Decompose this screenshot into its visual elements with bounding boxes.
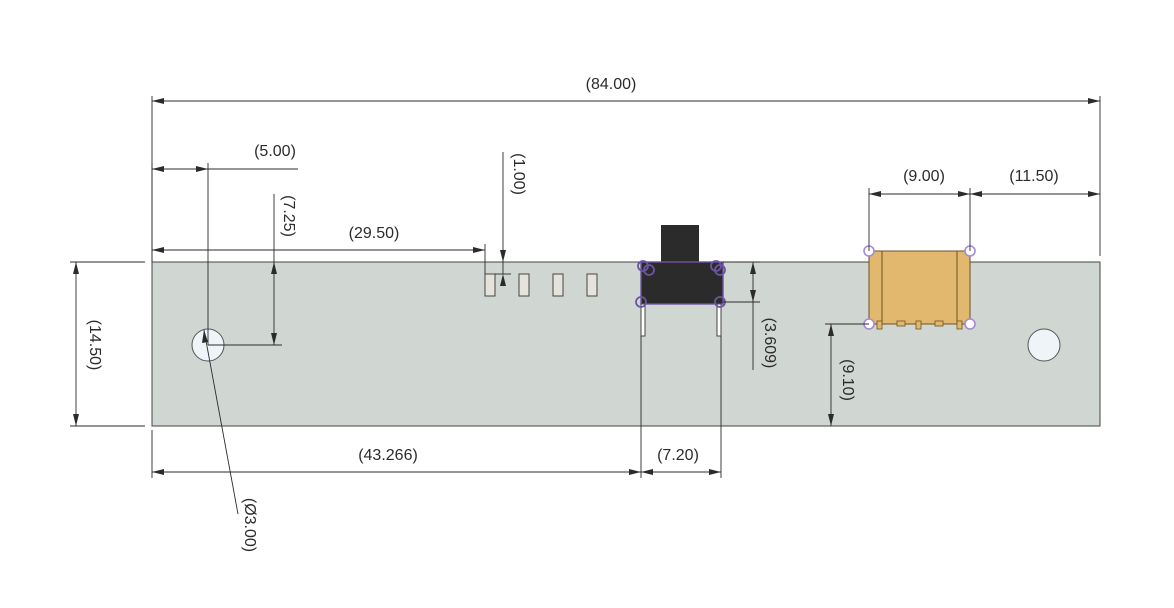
dimension-label: (1.00)	[510, 153, 527, 195]
led-pad[interactable]	[484, 273, 496, 297]
dimension-board-height[interactable]: (14.50)	[70, 261, 145, 427]
dimension-hole-diameter[interactable]: (Ø3.00)	[202, 329, 258, 552]
led-pad[interactable]	[586, 273, 598, 297]
led-pad-group	[484, 273, 598, 297]
led-pad[interactable]	[552, 273, 564, 297]
dimension-button-width[interactable]: (7.20)	[641, 336, 722, 478]
led-pad[interactable]	[518, 273, 530, 297]
dimension-led-x-offset[interactable]: (29.50)	[152, 225, 486, 274]
push-button-body	[640, 261, 724, 305]
dimension-label: (7.25)	[280, 195, 297, 237]
dimension-button-height[interactable]: (3.609)	[723, 261, 778, 370]
snap-point	[637, 260, 649, 272]
snap-point	[714, 264, 726, 276]
dimension-connector-y-offset[interactable]: (9.10)	[825, 323, 869, 426]
snap-point	[964, 318, 976, 330]
dimension-label: (14.50)	[86, 320, 103, 371]
push-button-pin	[716, 303, 722, 337]
dimension-label: (9.00)	[903, 168, 945, 185]
connector-pin	[934, 320, 944, 327]
dimension-label: (9.10)	[839, 359, 856, 401]
push-button[interactable]	[635, 225, 726, 337]
dimension-connector-right-offset[interactable]: (11.50)	[970, 168, 1100, 197]
dimension-label: (84.00)	[586, 76, 637, 93]
push-button-pin	[640, 303, 646, 337]
dimension-label: (43.266)	[358, 447, 418, 464]
dimension-hole-y-offset[interactable]: (7.25)	[208, 194, 297, 346]
snap-point	[635, 296, 647, 308]
dimension-label: (Ø3.00)	[241, 498, 258, 552]
dimension-led-y-offset[interactable]: (1.00)	[495, 152, 527, 286]
dimension-connector-width[interactable]: (9.00)	[868, 168, 971, 251]
dimension-hole-x-offset[interactable]: (5.00)	[151, 143, 298, 345]
mounting-hole-right[interactable]	[1027, 328, 1061, 362]
dimension-label: (7.20)	[657, 447, 699, 464]
dimension-label: (5.00)	[254, 143, 296, 160]
dimension-label: (29.50)	[349, 225, 400, 242]
dimension-button-x-offset[interactable]: (43.266)	[151, 336, 642, 478]
connector[interactable]	[863, 245, 976, 330]
dimension-label: (3.609)	[761, 318, 778, 369]
connector-pin	[896, 320, 906, 327]
connector-pin	[915, 320, 922, 330]
snap-point	[643, 264, 655, 276]
push-button-actuator	[661, 225, 699, 265]
connector-pin	[956, 320, 963, 330]
connector-pin	[876, 320, 883, 330]
connector-body	[868, 250, 971, 325]
snap-point	[710, 260, 722, 272]
dimension-label: (11.50)	[1009, 168, 1059, 185]
